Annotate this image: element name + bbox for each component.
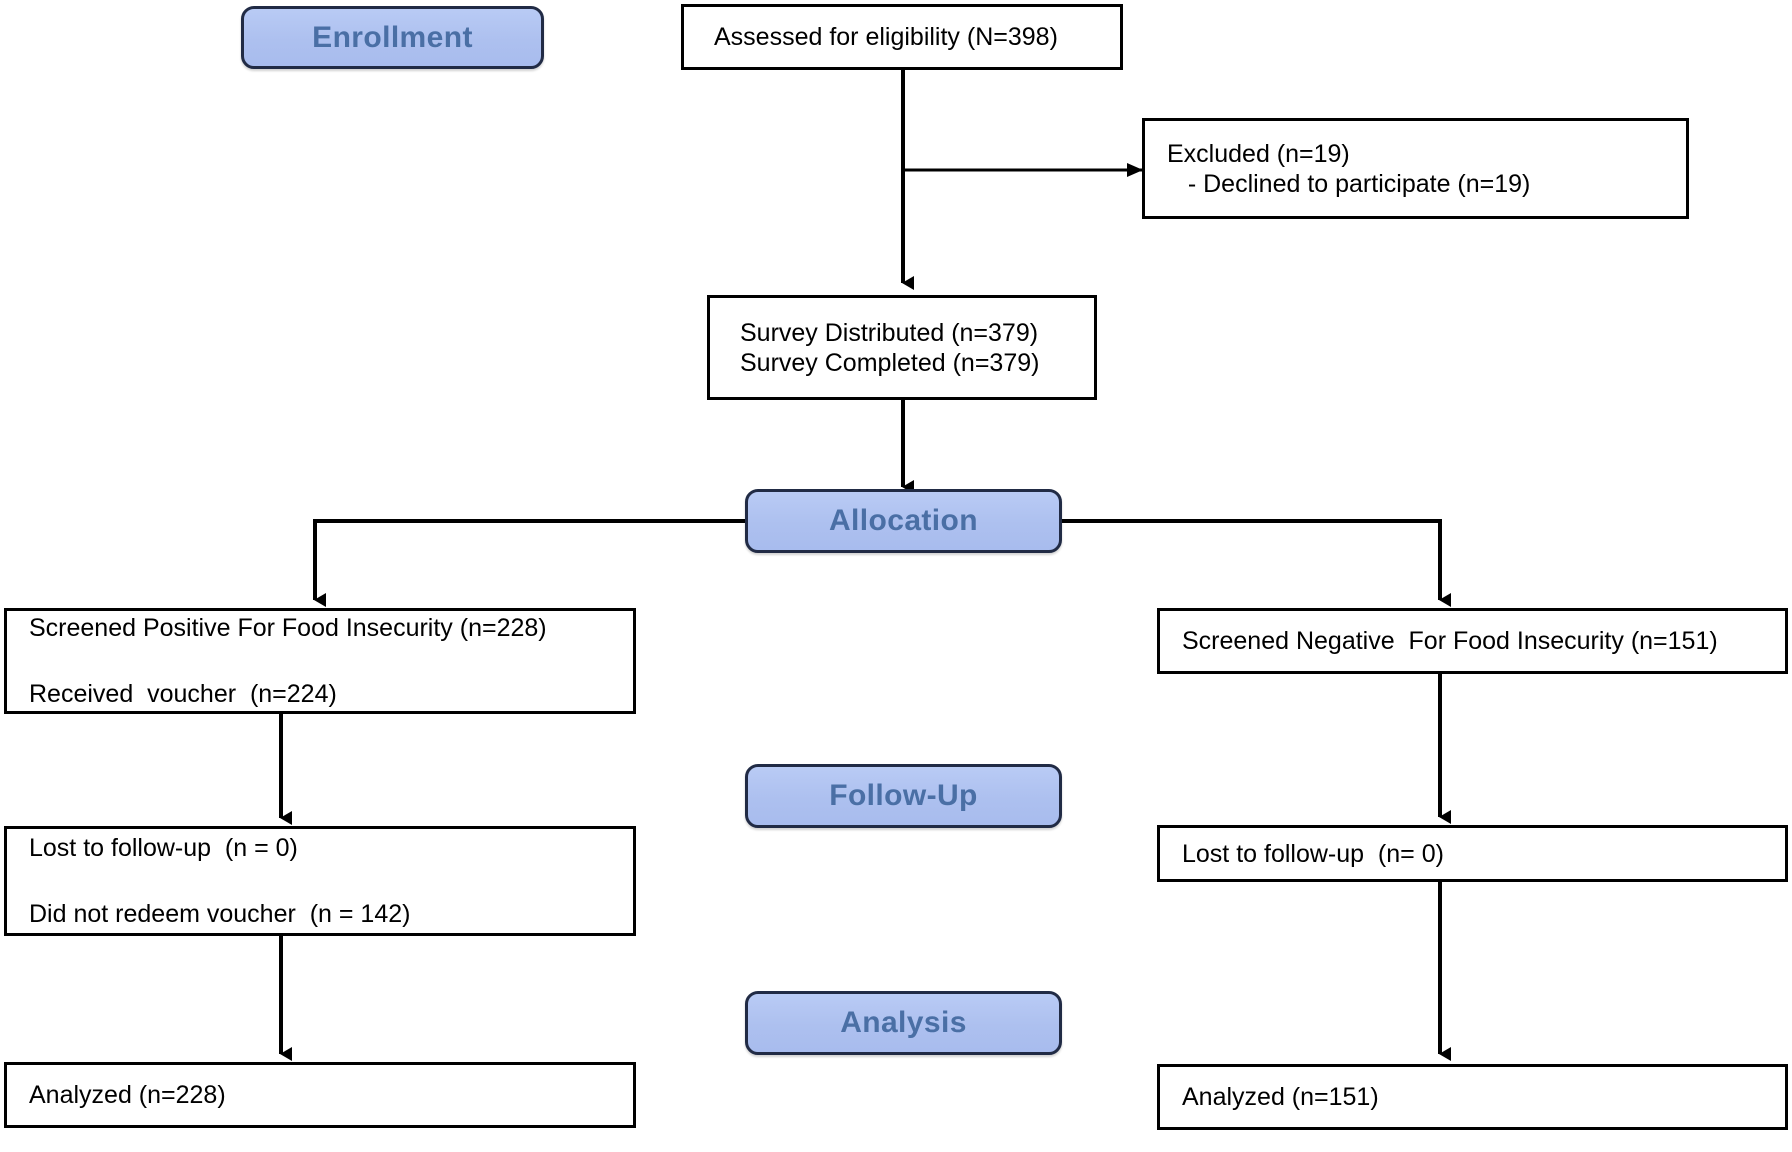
node-analyzed-left: Analyzed (n=228) bbox=[4, 1062, 636, 1128]
stage-badge-allocation[interactable]: Allocation bbox=[745, 489, 1062, 553]
node-survey: Survey Distributed (n=379) Survey Comple… bbox=[707, 295, 1097, 400]
node-followup-left: Lost to follow-up (n = 0) Did not redeem… bbox=[4, 826, 636, 936]
stage-badge-enrollment-label: Enrollment bbox=[312, 20, 473, 54]
node-excluded-line-2: - Declined to participate (n=19) bbox=[1167, 169, 1531, 198]
node-screened-negative-line-1: Screened Negative For Food Insecurity (n… bbox=[1182, 627, 1718, 655]
stage-badge-follow-up[interactable]: Follow-Up bbox=[745, 764, 1062, 828]
node-followup-left-line-2: Did not redeem voucher (n = 142) bbox=[29, 900, 411, 928]
stage-badge-analysis-label: Analysis bbox=[840, 1006, 967, 1039]
stage-badge-allocation-label: Allocation bbox=[828, 504, 978, 537]
node-excluded: Excluded (n=19) - Declined to participat… bbox=[1142, 118, 1689, 219]
node-survey-line-1: Survey Distributed (n=379) bbox=[740, 318, 1039, 347]
node-excluded-line-1: Excluded (n=19) bbox=[1167, 139, 1350, 168]
stage-badge-analysis[interactable]: Analysis bbox=[745, 991, 1062, 1055]
node-survey-line-2: Survey Completed (n=379) bbox=[740, 348, 1040, 377]
node-screened-negative: Screened Negative For Food Insecurity (n… bbox=[1157, 608, 1788, 674]
connector-allocation-to-right bbox=[1062, 519, 1451, 607]
node-screened-positive: Screened Positive For Food Insecurity (n… bbox=[4, 608, 636, 714]
node-followup-right: Lost to follow-up (n= 0) bbox=[1157, 825, 1788, 882]
node-analyzed-right-line-1: Analyzed (n=151) bbox=[1182, 1083, 1379, 1111]
node-analyzed-left-line-1: Analyzed (n=228) bbox=[29, 1081, 226, 1109]
node-followup-right-line-1: Lost to follow-up (n= 0) bbox=[1182, 839, 1444, 868]
stage-badge-enrollment[interactable]: Enrollment bbox=[241, 6, 544, 69]
stage-badge-follow-up-label: Follow-Up bbox=[829, 779, 978, 812]
node-assessed-for-eligibility: Assessed for eligibility (N=398) bbox=[681, 4, 1123, 70]
node-screened-positive-line-1: Screened Positive For Food Insecurity (n… bbox=[29, 614, 547, 642]
connector-allocation-to-left bbox=[313, 519, 745, 607]
node-assessed-line-1: Assessed for eligibility (N=398) bbox=[714, 23, 1058, 51]
node-screened-positive-line-2: Received voucher (n=224) bbox=[29, 680, 337, 708]
node-analyzed-right: Analyzed (n=151) bbox=[1157, 1064, 1788, 1130]
node-followup-left-line-1: Lost to follow-up (n = 0) bbox=[29, 834, 298, 862]
